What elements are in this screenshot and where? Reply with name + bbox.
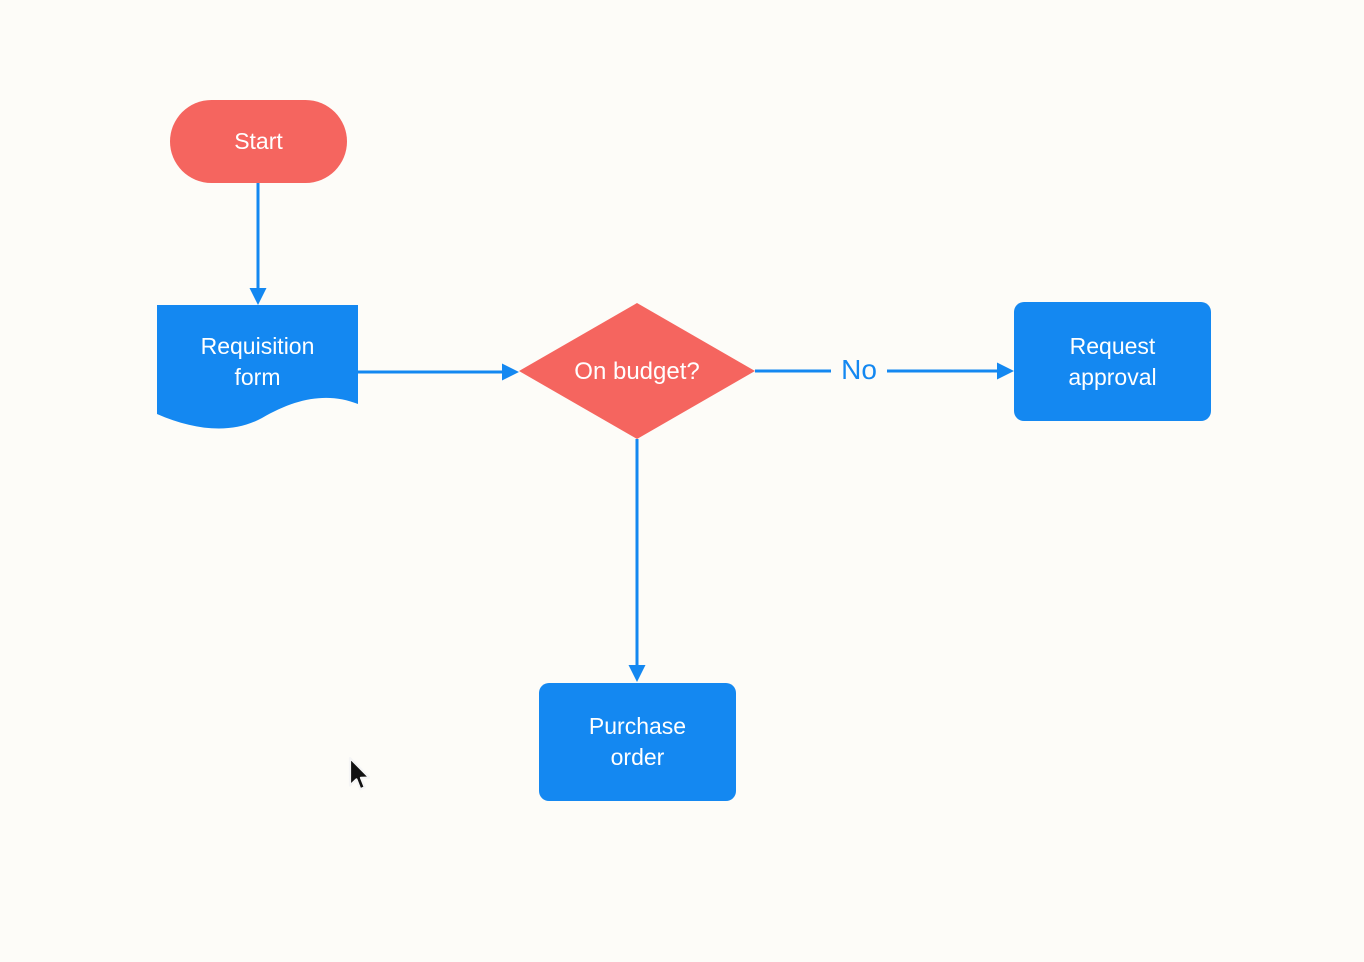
- arrowhead-icon: [997, 362, 1014, 380]
- edge-label-no-text: No: [841, 354, 877, 385]
- connector-start-to-requisition[interactable]: [249, 183, 267, 305]
- node-start-label: Start: [234, 128, 283, 154]
- connector-requisition-to-decision[interactable]: [358, 363, 519, 381]
- node-on-budget[interactable]: On budget?: [519, 303, 755, 439]
- node-on-budget-label: On budget?: [574, 357, 700, 385]
- decision-shape-on-budget[interactable]: [519, 303, 755, 439]
- node-purchase-order[interactable]: Purchase order: [539, 683, 736, 801]
- edge-label-no[interactable]: No: [831, 352, 887, 388]
- connector-decision-to-purchase-order[interactable]: [628, 439, 646, 682]
- arrowhead-icon: [249, 288, 267, 305]
- document-shape-requisition-form[interactable]: [157, 305, 358, 429]
- node-requisition-form[interactable]: Requisition form: [157, 305, 358, 419]
- node-requisition-form-label: Requisition form: [200, 333, 315, 390]
- arrowhead-icon: [628, 665, 646, 682]
- arrowhead-icon: [502, 363, 519, 381]
- node-start[interactable]: Start: [170, 100, 347, 183]
- node-purchase-order-label: Purchase order: [588, 713, 687, 770]
- node-request-approval-label: Request approval: [1068, 332, 1157, 390]
- node-request-approval[interactable]: Request approval: [1014, 302, 1211, 421]
